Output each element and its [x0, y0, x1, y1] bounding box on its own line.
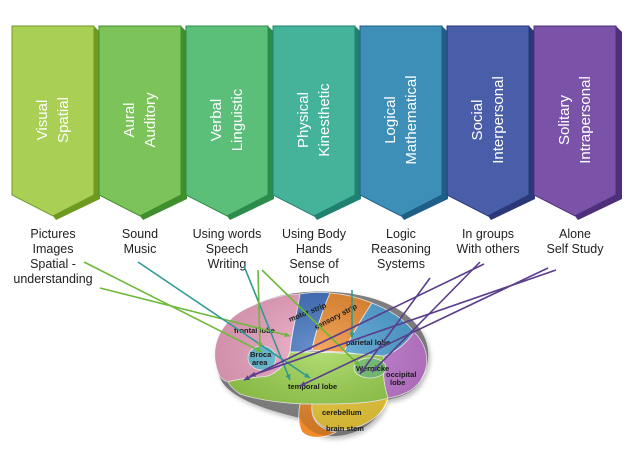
banner-shape: [446, 25, 530, 217]
arrowhead: [285, 374, 291, 380]
occipital-label: occipital: [386, 370, 416, 379]
arrowhead: [372, 366, 378, 372]
banner-shape: [98, 25, 182, 217]
banner-title-line1: Solitary: [556, 94, 573, 145]
banner-title-line1: Aural: [121, 102, 138, 137]
connector-arrow: [249, 269, 557, 377]
banner-shape: [11, 25, 95, 217]
broca-label: Broca: [250, 350, 272, 359]
banner-title-line2: Auditory: [142, 92, 159, 148]
arrowhead: [360, 368, 366, 374]
banner-shape: [272, 25, 356, 217]
banner-side: [314, 26, 361, 220]
arrowhead: [300, 381, 306, 387]
connector-arrow: [99, 287, 291, 337]
parietal-lobe-label: parietal lobe: [346, 338, 390, 347]
banner-side: [401, 26, 448, 220]
arrowhead: [257, 342, 263, 348]
banner-shape: [533, 25, 617, 217]
banner-title-line1: Social: [469, 100, 486, 141]
frontal-lobe-label: frontal lobe: [234, 326, 275, 335]
cerebellum-label: cerebellum: [322, 408, 362, 417]
banner-shape: [359, 25, 443, 217]
connector-arrow: [243, 263, 485, 381]
banner-side: [488, 26, 535, 220]
arrowhead: [256, 347, 262, 352]
banner-side: [575, 26, 622, 220]
banner-title-line1: Physical: [295, 92, 312, 148]
banner-shape: [185, 25, 269, 217]
temporal-lobe-label: temporal lobe: [288, 382, 337, 391]
occipital-lobe-label: lobe: [390, 378, 405, 387]
arrowhead: [250, 371, 256, 377]
arrowhead: [354, 360, 360, 366]
connector-arrow: [371, 261, 481, 373]
banner-title-line2: Linguistic: [229, 88, 246, 151]
brain-stem-label: brain stem: [326, 424, 364, 433]
banner-title-line1: Logical: [382, 96, 399, 144]
broca-area-label: area: [252, 358, 268, 367]
banner-title-line1: Visual: [34, 100, 51, 141]
arrowhead: [304, 372, 310, 378]
banner-title-line2: Spatial: [55, 97, 72, 143]
connector-arrow: [257, 269, 261, 349]
connector-arrow: [261, 269, 361, 367]
banner-title-line2: Kinesthetic: [316, 83, 333, 157]
brain-illustration: frontal lobe motor strip sensory strip p…: [214, 291, 429, 438]
banner-side: [227, 26, 274, 220]
banner-title-line2: Interpersonal: [490, 76, 507, 164]
arrowhead: [349, 332, 355, 338]
banner-title-line2: Intrapersonal: [577, 76, 594, 164]
banner-side: [53, 26, 100, 220]
banner-side: [140, 26, 187, 220]
banner-title-line2: Mathematical: [403, 75, 420, 164]
wernicke-label: Wernicke: [356, 364, 389, 373]
banner-title-line1: Verbal: [208, 99, 225, 142]
arrowhead: [284, 332, 290, 338]
connector-arrows: [83, 261, 557, 387]
arrowhead: [244, 375, 250, 380]
